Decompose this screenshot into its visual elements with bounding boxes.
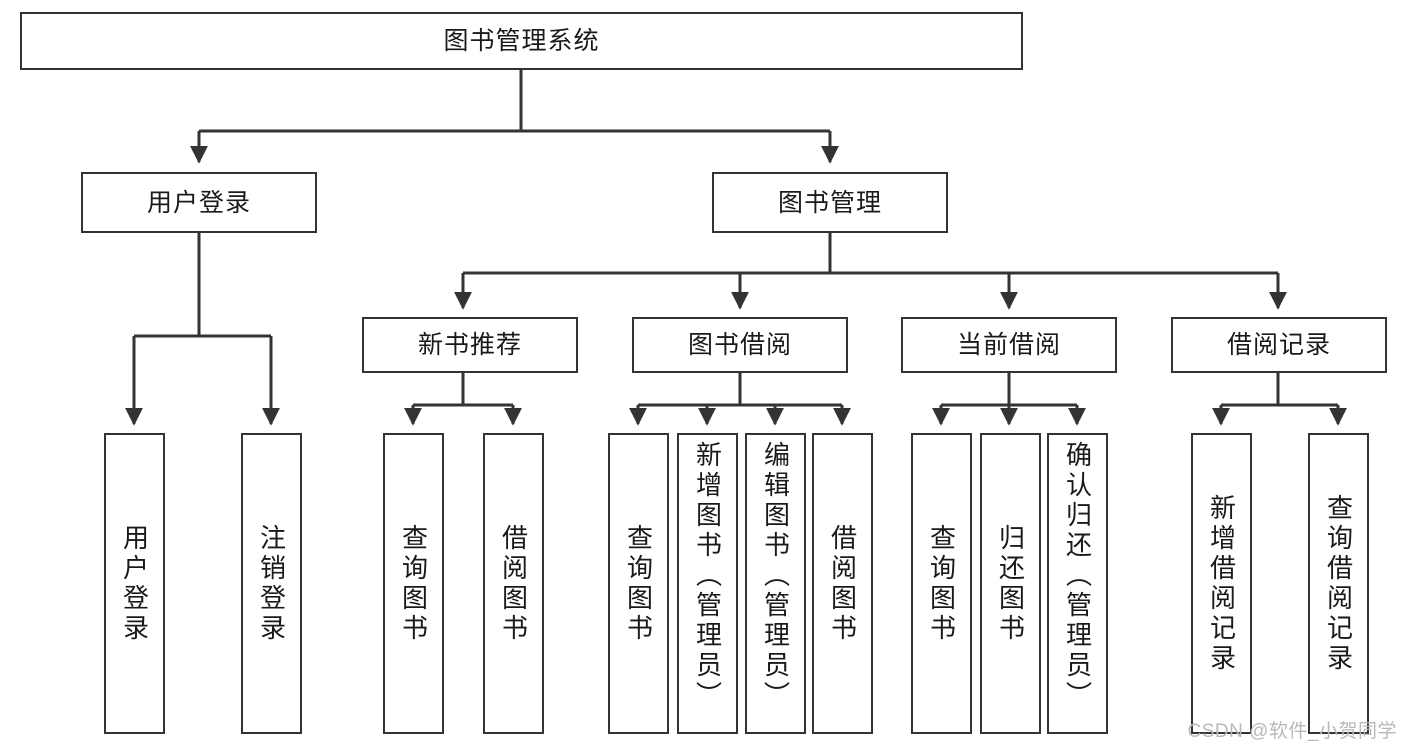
node-leaf-query-book-3-label: 查询图书 [926, 523, 957, 644]
node-leaf-borrow-book-2-label: 借阅图书 [827, 523, 858, 644]
node-leaf-confirm-return-label: 确认归还（管理员） [1062, 441, 1093, 711]
node-borrow-record[interactable]: 借阅记录 [1171, 317, 1387, 373]
node-leaf-query-book-2[interactable]: 查询图书 [608, 433, 669, 734]
node-leaf-borrow-book-2[interactable]: 借阅图书 [812, 433, 873, 734]
node-new-book-rec[interactable]: 新书推荐 [362, 317, 578, 373]
node-leaf-query-book-1[interactable]: 查询图书 [383, 433, 444, 734]
node-leaf-query-record-label: 查询借阅记录 [1323, 493, 1354, 674]
node-leaf-logout-login[interactable]: 注销登录 [241, 433, 302, 734]
node-book-borrow[interactable]: 图书借阅 [632, 317, 848, 373]
node-current-borrow-label: 当前借阅 [956, 331, 1061, 359]
node-leaf-return-book-label: 归还图书 [995, 523, 1026, 644]
node-book-manage-label: 图书管理 [777, 188, 882, 217]
node-user-login-label: 用户登录 [146, 188, 251, 217]
node-new-book-rec-label: 新书推荐 [417, 331, 522, 359]
node-leaf-query-record[interactable]: 查询借阅记录 [1308, 433, 1369, 734]
node-leaf-borrow-book-1[interactable]: 借阅图书 [483, 433, 544, 734]
node-leaf-query-book-3[interactable]: 查询图书 [911, 433, 972, 734]
node-leaf-add-book[interactable]: 新增图书（管理员） [677, 433, 738, 734]
node-leaf-return-book[interactable]: 归还图书 [980, 433, 1041, 734]
node-book-manage[interactable]: 图书管理 [712, 172, 948, 233]
node-book-borrow-label: 图书借阅 [687, 331, 792, 359]
node-leaf-borrow-book-1-label: 借阅图书 [498, 523, 529, 644]
node-root[interactable]: 图书管理系统 [20, 12, 1023, 70]
node-leaf-logout-login-label: 注销登录 [256, 523, 287, 644]
node-leaf-query-book-1-label: 查询图书 [398, 523, 429, 644]
node-leaf-edit-book[interactable]: 编辑图书（管理员） [745, 433, 806, 734]
node-current-borrow[interactable]: 当前借阅 [901, 317, 1117, 373]
node-leaf-add-book-label: 新增图书（管理员） [692, 441, 723, 711]
node-leaf-user-login[interactable]: 用户登录 [104, 433, 165, 734]
node-leaf-user-login-label: 用户登录 [119, 523, 150, 644]
node-leaf-confirm-return[interactable]: 确认归还（管理员） [1047, 433, 1108, 734]
node-root-label: 图书管理系统 [443, 27, 600, 55]
watermark-text: CSDN @软件_小贺同学 [1187, 721, 1397, 742]
node-leaf-add-record-label: 新增借阅记录 [1206, 493, 1237, 674]
node-borrow-record-label: 借阅记录 [1226, 331, 1331, 359]
node-leaf-query-book-2-label: 查询图书 [623, 523, 654, 644]
node-leaf-edit-book-label: 编辑图书（管理员） [760, 441, 791, 711]
node-user-login[interactable]: 用户登录 [81, 172, 317, 233]
node-leaf-add-record[interactable]: 新增借阅记录 [1191, 433, 1252, 734]
